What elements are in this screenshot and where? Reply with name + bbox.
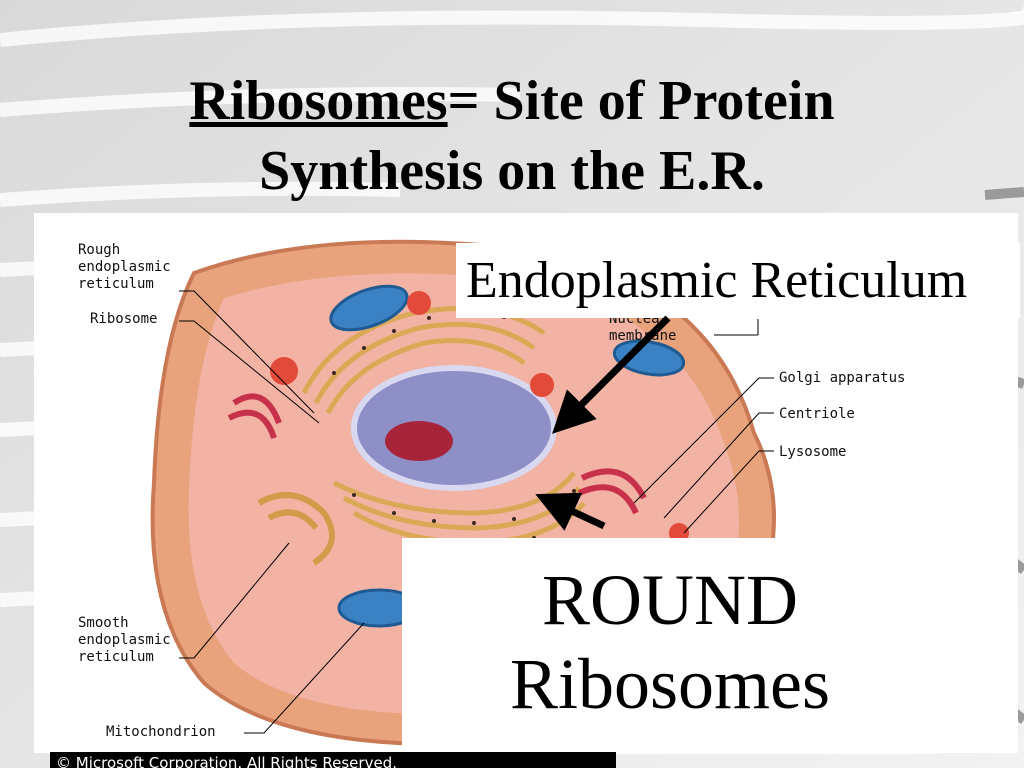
copyright-bar: © Microsoft Corporation. All Rights Rese… xyxy=(50,752,616,768)
nucleus xyxy=(351,365,557,491)
lysosome-3 xyxy=(530,373,554,397)
slide-title: Ribosomes= Site of Protein Synthesis on … xyxy=(0,66,1024,206)
label-nuclear-line2: membrane xyxy=(609,328,677,344)
callout-endoplasmic-reticulum: Endoplasmic Reticulum xyxy=(456,243,1020,318)
label-lysosome: Lysosome xyxy=(779,444,847,460)
label-mitochondrion: Mitochondrion xyxy=(106,724,216,740)
lysosome-2 xyxy=(407,291,431,315)
title-rest: = Site of Protein xyxy=(447,70,835,132)
mitochondrion-1 xyxy=(329,284,409,332)
label-rough-er-line1: Rough xyxy=(78,242,121,258)
title-ribosomes: Ribosomes xyxy=(189,70,448,132)
label-rough-er-line2: endoplasmic xyxy=(78,259,171,275)
callout-round-line2: Ribosomes xyxy=(509,644,831,724)
callout-round-ribosomes: ROUND Ribosomes xyxy=(402,538,938,754)
label-smooth-er: Smooth endoplasmic reticulum xyxy=(78,615,171,666)
label-centriole: Centriole xyxy=(779,406,855,422)
label-rough-er: Rough endoplasmic reticulum xyxy=(78,242,171,293)
label-rough-er-line3: reticulum xyxy=(78,276,154,292)
leader-lines xyxy=(179,290,774,734)
label-smooth-er-line2: endoplasmic xyxy=(78,632,171,648)
label-ribosome: Ribosome xyxy=(90,311,158,327)
label-smooth-er-line3: reticulum xyxy=(78,649,154,665)
nucleolus xyxy=(385,421,453,461)
lysosome-1 xyxy=(270,357,298,385)
label-golgi: Golgi apparatus xyxy=(779,370,906,386)
label-smooth-er-line1: Smooth xyxy=(78,615,129,631)
smooth-er xyxy=(257,492,335,566)
title-line2: Synthesis on the E.R. xyxy=(259,140,765,202)
golgi-apparatus xyxy=(227,393,647,515)
callout-round-line1: ROUND xyxy=(541,560,798,640)
